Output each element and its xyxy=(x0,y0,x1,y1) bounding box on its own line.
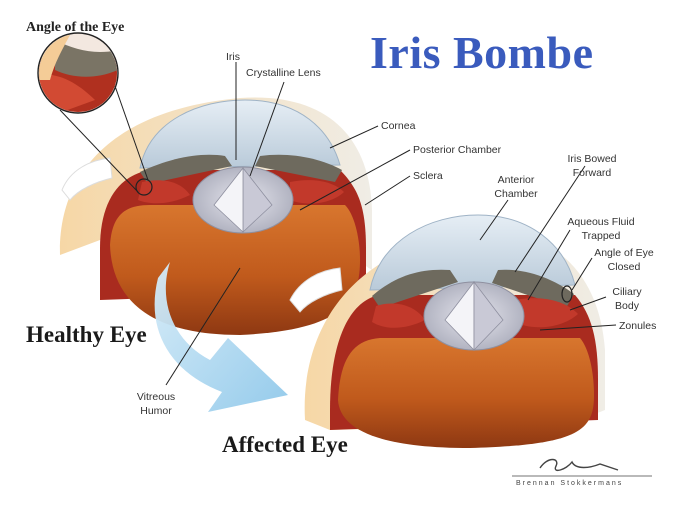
healthy-ciliary-right xyxy=(290,180,344,204)
healthy-cornea xyxy=(139,99,341,169)
affected-iris-right xyxy=(492,269,574,308)
angle-inset xyxy=(37,32,153,196)
healthy-lens-cut-left xyxy=(213,166,244,233)
label-vitreous-2: Humor xyxy=(140,405,172,417)
affected-eye-illustration xyxy=(289,214,605,448)
label-angle-closed-2: Closed xyxy=(607,261,641,273)
label-vitreous-1: Vitreous xyxy=(136,391,176,403)
angle-marker xyxy=(135,178,153,196)
label-posterior-chamber: Posterior Chamber xyxy=(413,144,502,156)
label-ciliary-1: Ciliary xyxy=(612,286,642,298)
affected-iris-left xyxy=(372,269,458,308)
affected-sclera-edge xyxy=(289,267,343,313)
healthy-sclera-edge xyxy=(61,157,113,201)
healthy-ciliary-left xyxy=(138,180,190,204)
healthy-iris-right xyxy=(255,154,342,182)
label-aqueous-2: Trapped xyxy=(581,230,621,242)
diagram-title: Iris Bombe xyxy=(370,27,594,78)
affected-eye-caption: Affected Eye xyxy=(222,432,348,457)
label-anterior-chamber-1: Anterior xyxy=(497,174,535,186)
transition-arrow xyxy=(154,262,288,412)
healthy-eye-illustration xyxy=(59,97,373,335)
artist-signature: Brennan Stokkermans xyxy=(516,480,624,487)
healthy-eye-caption: Healthy Eye xyxy=(26,322,147,347)
inset-connector-bottom xyxy=(59,109,139,193)
label-iris-bowed-1: Iris Bowed xyxy=(567,153,617,165)
label-aqueous-1: Aqueous Fluid xyxy=(567,216,635,228)
label-sclera: Sclera xyxy=(413,170,443,182)
inset-connector-top xyxy=(114,85,149,181)
label-angle-closed-1: Angle of Eye xyxy=(594,247,654,259)
label-crystalline-lens: Crystalline Lens xyxy=(246,67,321,79)
signature-mark xyxy=(539,458,619,472)
leader-lines xyxy=(165,62,617,386)
angle-closed-marker xyxy=(561,285,573,303)
affected-vitreous xyxy=(338,338,594,448)
affected-lens-cut-right xyxy=(473,280,504,351)
inset-title: Angle of the Eye xyxy=(26,20,125,35)
affected-cornea xyxy=(369,214,576,291)
label-anterior-chamber-2: Chamber xyxy=(494,188,538,200)
label-iris-bowed-2: Forward xyxy=(572,167,612,179)
label-iris: Iris xyxy=(226,51,240,63)
label-ciliary-2: Body xyxy=(615,300,639,312)
label-cornea: Cornea xyxy=(381,120,416,132)
affected-ciliary-left xyxy=(372,303,425,328)
label-zonules: Zonules xyxy=(619,320,657,332)
healthy-iris xyxy=(140,154,232,184)
affected-ciliary-right xyxy=(515,298,578,328)
